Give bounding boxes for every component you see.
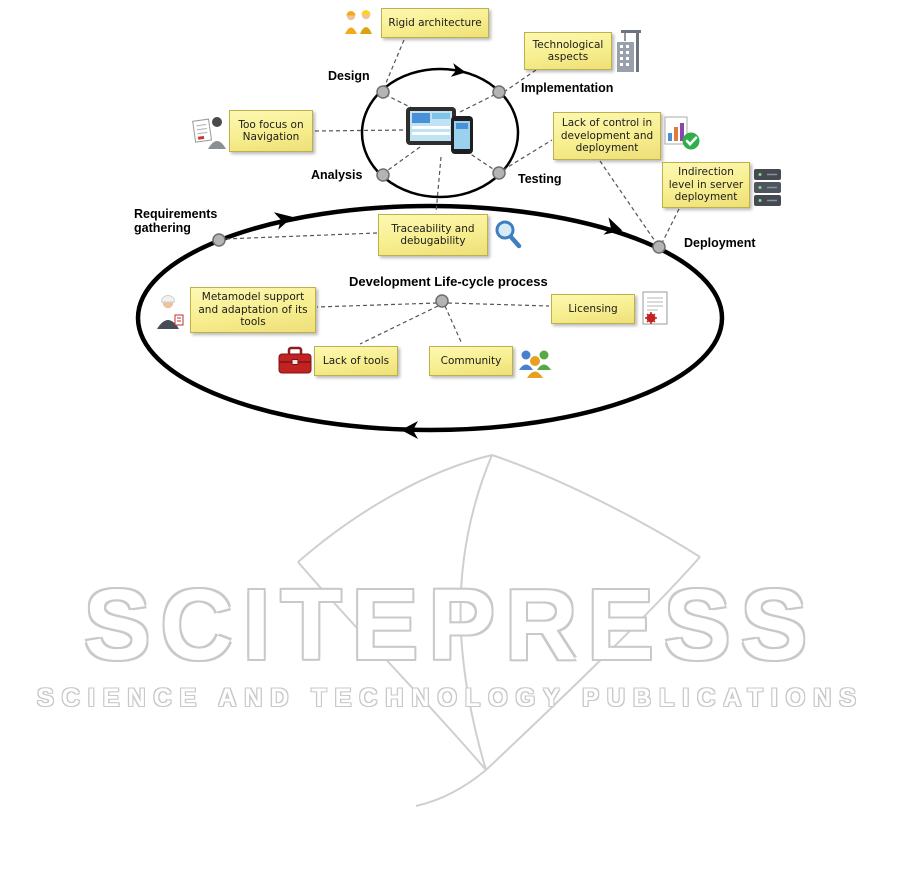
analyst-clipboard-icon <box>191 112 227 150</box>
note-text: Community <box>440 354 502 367</box>
cycle-arrows <box>273 63 623 439</box>
outer-cycle-ellipse <box>135 203 725 433</box>
connector-rigid-design <box>382 39 405 91</box>
note-text: Rigid architecture <box>388 16 482 29</box>
connector-indirection-deployment <box>660 208 680 246</box>
outer-top-left-arrow <box>273 212 293 230</box>
implementation-node <box>492 85 506 99</box>
outer-bottom-arrow <box>401 421 418 439</box>
book-watermark <box>297 454 701 807</box>
connector-lifecycle-tools <box>359 305 439 345</box>
note-text: Technological aspects <box>532 38 604 63</box>
note-technological-aspects: Technological aspects <box>524 32 612 70</box>
phase-nodes <box>212 85 666 308</box>
construction-workers-icon <box>341 6 377 36</box>
devices-icon <box>405 102 477 156</box>
requirements-node <box>212 233 226 247</box>
note-lack-of-control: Lack of control in development and deplo… <box>553 112 661 160</box>
connector-lifecycle-licensing <box>447 302 550 307</box>
phase-label-analysis: Analysis <box>311 168 363 182</box>
community-people-icon <box>516 346 554 380</box>
note-text: Indirection level in server deployment <box>668 166 744 204</box>
note-text: Lack of tools <box>322 354 390 367</box>
phase-label-implementation: Implementation <box>521 81 614 95</box>
note-too-focus-navigation: Too focus on Navigation <box>229 110 313 152</box>
connector-traceability-requirements <box>223 232 378 240</box>
lifecycle-node <box>435 294 449 308</box>
note-traceability: Traceability and debugability <box>378 214 488 256</box>
connector-lifecycle-community <box>444 305 463 345</box>
server-icon <box>751 165 785 209</box>
engineer-icon <box>151 289 187 331</box>
license-document-icon <box>638 290 672 328</box>
outer-top-right-arrow <box>603 217 623 235</box>
diagram-title: Development Life-cycle process <box>349 274 548 289</box>
connector-lifecycle-metamodel <box>316 302 438 308</box>
note-text: Lack of control in development and deplo… <box>560 117 654 155</box>
crane-building-icon <box>613 26 645 74</box>
note-text: Traceability and debugability <box>391 222 475 247</box>
scitepress-tagline: SCIENCE AND TECHNOLOGY PUBLICATIONS <box>37 684 864 712</box>
charts-checkmark-icon <box>663 115 701 151</box>
note-lack-of-tools: Lack of tools <box>314 346 398 376</box>
connector-lackcontrol-deployment <box>599 160 658 245</box>
phase-label-deployment: Deployment <box>684 236 756 250</box>
deployment-node <box>652 240 666 254</box>
phase-label-design: Design <box>328 69 370 83</box>
testing-node <box>492 166 506 180</box>
scitepress-logo: SCITEPRESS <box>83 569 818 681</box>
design-node <box>376 85 390 99</box>
inner-cycle-ellipse <box>360 67 520 199</box>
toolbox-icon <box>277 344 313 376</box>
phase-label-testing: Testing <box>518 172 562 186</box>
connector-navigation-device <box>314 129 405 132</box>
analysis-node <box>376 168 390 182</box>
note-indirection-level: Indirection level in server deployment <box>662 162 750 208</box>
connector-device-analysis <box>383 146 421 174</box>
note-licensing: Licensing <box>551 294 635 324</box>
note-text: Too focus on Navigation <box>238 118 304 143</box>
note-text: Metamodel support and adaptation of its … <box>198 291 308 329</box>
magnifier-icon <box>493 218 523 250</box>
inner-cycle-arrow <box>450 63 466 77</box>
note-community: Community <box>429 346 513 376</box>
note-metamodel-support: Metamodel support and adaptation of its … <box>190 287 316 333</box>
connector-testing-lackcontrol <box>502 139 553 171</box>
connector-device-traceability <box>435 156 442 214</box>
note-text: Licensing <box>568 302 618 315</box>
phase-label-requirements: Requirements gathering <box>134 207 218 236</box>
connector-tech-implementation <box>500 69 537 95</box>
note-rigid-architecture: Rigid architecture <box>381 8 489 38</box>
